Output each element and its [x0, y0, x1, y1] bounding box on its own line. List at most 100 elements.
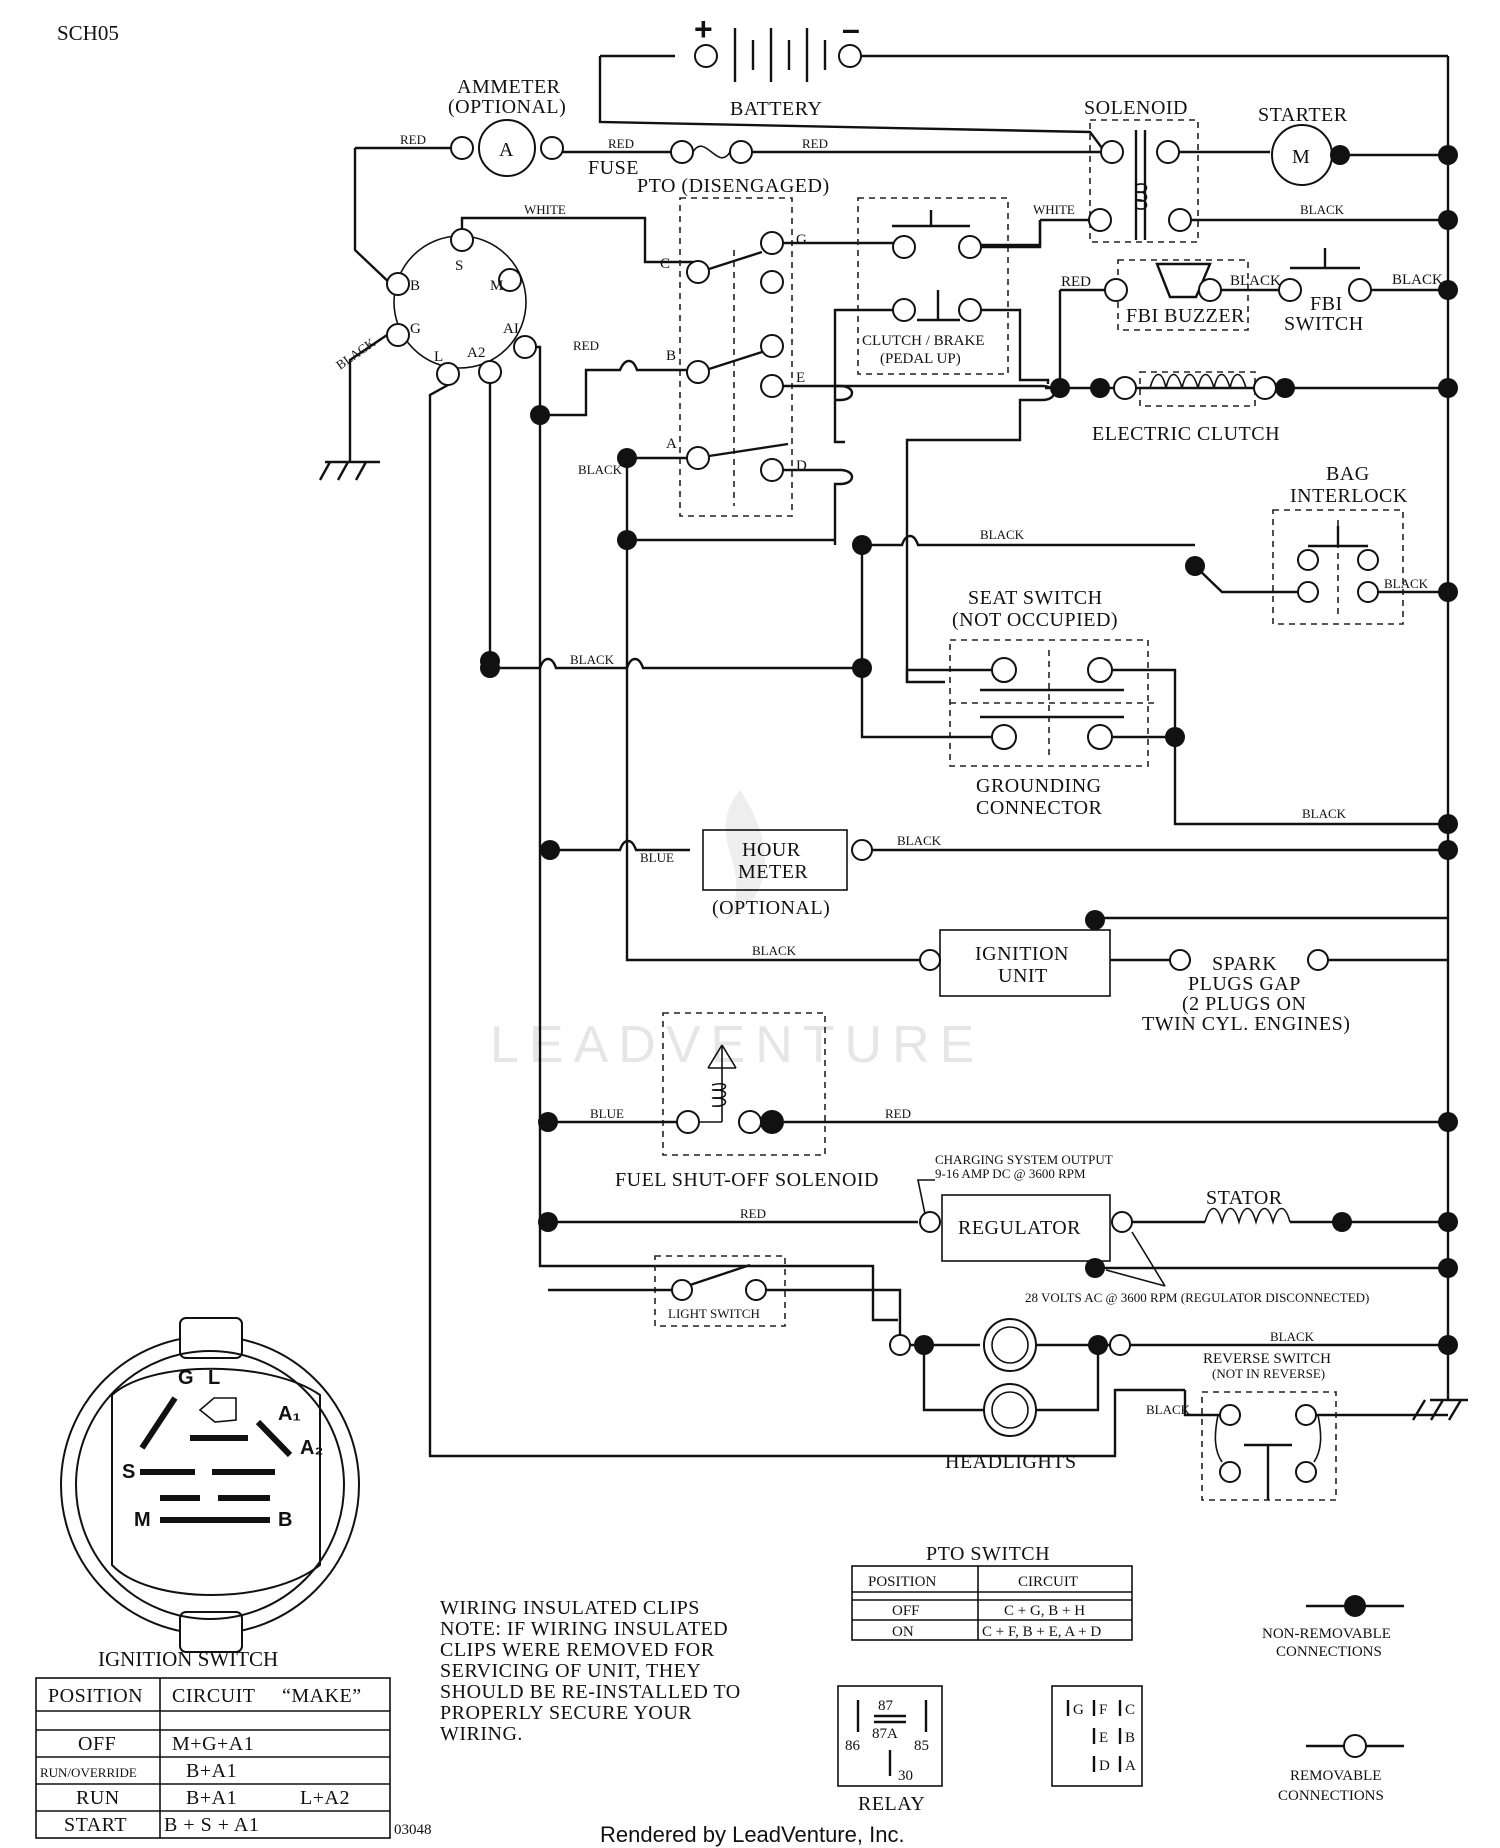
grounding-connector-label-2: CONNECTOR	[976, 797, 1103, 819]
pto-face-c: C	[1125, 1702, 1135, 1718]
ign-terminal-a2: A2	[467, 345, 485, 361]
ign-terminal-a1: AI	[503, 321, 519, 337]
volts-note: 28 VOLTS AC @ 3600 RPM (REGULATOR DISCON…	[1025, 1290, 1369, 1305]
wire-red-fuse-in: RED	[608, 136, 634, 151]
pto-table-header-circuit: CIRCUIT	[1018, 1574, 1078, 1590]
pto-table-row-circuit: C + F, B + E, A + D	[982, 1624, 1101, 1640]
battery-plus-sign: +	[694, 11, 713, 47]
wire-black-solenoid: BLACK	[1300, 202, 1345, 217]
wire-white-ignition: WHITE	[524, 202, 566, 217]
electric-clutch-feed	[835, 384, 1056, 684]
ign-table-row-circuit: M+G+A1	[172, 1733, 254, 1755]
pto-table-row-position: OFF	[892, 1603, 920, 1619]
note-line: PROPERLY SECURE YOUR	[440, 1702, 692, 1724]
ign-terminal-m: M	[490, 278, 503, 294]
ignition-switch-face: G L A₁ A₂ S M B	[60, 1317, 360, 1653]
note-line: SHOULD BE RE-INSTALLED TO	[440, 1681, 741, 1703]
ign-table-header-circuit: CIRCUIT	[172, 1685, 256, 1707]
starter-label: STARTER	[1258, 104, 1348, 126]
pto-table-title: PTO SWITCH	[926, 1543, 1050, 1565]
wire-black-fbi-switch: BLACK	[1392, 272, 1443, 288]
ignition-switch-title: IGNITION SWITCH	[98, 1647, 278, 1671]
legend-removable-2: CONNECTIONS	[1278, 1788, 1384, 1804]
removable-connection-icon	[1343, 1734, 1367, 1758]
ignition-face-m: M	[134, 1509, 151, 1531]
pto-terminal-a: A	[666, 436, 677, 452]
pto-e-wire	[783, 384, 854, 402]
ign-table-header-make: “MAKE”	[282, 1685, 362, 1707]
fbi-buzzer-label: FBI BUZZER	[1126, 305, 1245, 327]
wire-blue-fuel: BLUE	[590, 1106, 624, 1121]
ignition-face-a1: A₁	[278, 1403, 301, 1425]
legend-non-removable-1: NON-REMOVABLE	[1262, 1626, 1391, 1642]
electric-clutch: ELECTRIC CLUTCH	[1045, 371, 1458, 445]
pto-face-d: D	[1099, 1758, 1110, 1774]
hour-meter-label-1: HOUR	[742, 839, 801, 861]
battery-negative-terminal	[838, 44, 862, 68]
battery-label: BATTERY	[730, 98, 822, 120]
wire-red-fuse-out: RED	[802, 136, 828, 151]
ignition-face-a2: A₂	[300, 1437, 323, 1459]
ign-table-row-position: RUN/OVERRIDE	[40, 1765, 137, 1780]
charging-output-label-1: CHARGING SYSTEM OUTPUT	[935, 1152, 1113, 1167]
legend-non-removable-2: CONNECTIONS	[1276, 1644, 1382, 1660]
ign-table-row-circuit: B + S + A1	[164, 1814, 259, 1836]
fuel-shutoff-solenoid: BLUE RED FUEL SHUT-OFF SOLENOID	[538, 1012, 1458, 1191]
spark-plug-label-2: PLUGS GAP	[1188, 973, 1301, 995]
pto-terminal-c: C	[660, 256, 670, 272]
starter-motor-symbol: M	[1292, 146, 1310, 168]
wiring-note: WIRING INSULATED CLIPS NOTE: IF WIRING I…	[440, 1597, 741, 1745]
ign-table-row-make: L+A2	[300, 1787, 350, 1809]
hour-meter-label-2: METER	[738, 861, 808, 883]
note-line: NOTE: IF WIRING INSULATED	[440, 1618, 728, 1640]
headlights: BLACK HEADLIGHTS	[889, 1318, 1458, 1473]
ignition-unit: BLACK IGNITION UNIT SPARK PLUGS GAP (2 P…	[625, 540, 1448, 1035]
watermark-flame-icon	[725, 790, 766, 920]
ign-terminal-s: S	[455, 258, 463, 274]
wire-black-pto: BLACK	[578, 462, 623, 477]
ammeter-sublabel: (OPTIONAL)	[448, 96, 566, 118]
clutch-brake-label: CLUTCH / BRAKE	[862, 333, 985, 349]
spark-plug-label-3: (2 PLUGS ON	[1182, 993, 1306, 1015]
ignition-switch-table: IGNITION SWITCH POSITION CIRCUIT “MAKE” …	[35, 1647, 391, 1839]
pto-face-diagram: G F C E B D A	[1051, 1685, 1143, 1787]
ignition-face-b: B	[278, 1509, 292, 1531]
wire-black-bag-interlock: BLACK	[1384, 576, 1429, 591]
relay-terminal-85: 85	[914, 1738, 929, 1754]
wire-blue-hour-meter: BLUE	[640, 850, 674, 865]
wire-black-ignition-unit: BLACK	[752, 943, 797, 958]
wire-black-reverse: BLACK	[1146, 1402, 1191, 1417]
m-circuit-wire	[538, 415, 898, 1322]
note-line: WIRING INSULATED CLIPS	[440, 1597, 700, 1619]
stator-label: STATOR	[1206, 1187, 1283, 1209]
relay-terminal-30: 30	[898, 1768, 913, 1784]
relay-diagram: 87 87A 86 85 30 RELAY	[837, 1685, 943, 1815]
wire-red-fbi: RED	[1061, 274, 1091, 290]
pto-terminal-g: G	[796, 232, 807, 248]
reverse-switch-label: REVERSE SWITCH	[1203, 1351, 1331, 1367]
wire-black-seat-switch: BLACK	[1302, 806, 1347, 821]
ign-table-row-position: OFF	[78, 1733, 116, 1755]
clutch-brake-sublabel: (PEDAL UP)	[880, 351, 961, 367]
starter-solenoid: SOLENOID WHITE BLACK	[977, 97, 1448, 247]
pto-terminal-e: E	[796, 370, 805, 386]
wire-red-fuel: RED	[885, 1106, 911, 1121]
footer-rendered-by: Rendered by LeadVenture, Inc.	[600, 1822, 905, 1847]
pto-table-row-position: ON	[892, 1624, 914, 1640]
pto-label: PTO (DISENGAGED)	[637, 175, 830, 197]
spark-plug-label-1: SPARK	[1212, 953, 1277, 975]
electric-clutch-label: ELECTRIC CLUTCH	[1092, 423, 1280, 445]
ammeter: A AMMETER (OPTIONAL) RED	[353, 76, 566, 289]
wire-red-ammeter: RED	[400, 132, 426, 147]
wire-red-pto: RED	[573, 338, 599, 353]
ignition-face-l: L	[208, 1367, 220, 1389]
wire-black-a2: BLACK	[570, 652, 615, 667]
ign-table-row-position: START	[64, 1814, 127, 1836]
charging-output-label-2: 9-16 AMP DC @ 3600 RPM	[935, 1166, 1086, 1181]
ignition-unit-label-1: IGNITION	[975, 943, 1069, 965]
battery-minus-sign: –	[842, 11, 860, 47]
ign-terminal-l: L	[434, 349, 443, 365]
ign-terminal-g: G	[410, 321, 421, 337]
fuel-solenoid-label: FUEL SHUT-OFF SOLENOID	[615, 1169, 879, 1191]
starter-motor: M STARTER	[1258, 104, 1458, 230]
